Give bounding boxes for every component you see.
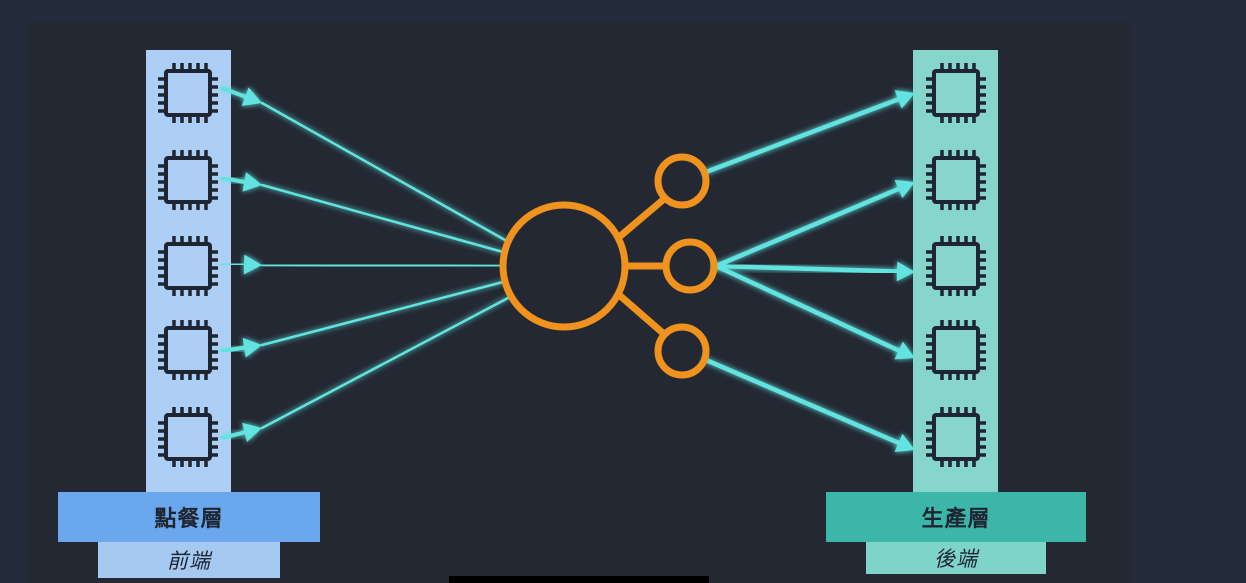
broker-output-circle (654, 153, 710, 209)
backend-arrowhead (896, 261, 915, 282)
backend-arrowhead (894, 341, 915, 360)
broker-to-backend-line (713, 263, 905, 355)
broker-main-circle (499, 201, 629, 331)
frontend-arrowhead (242, 172, 262, 192)
production-layer-label: 生產層 (826, 492, 1086, 542)
backend-arrowhead (894, 433, 915, 452)
frontend-column (146, 50, 231, 493)
frontend-arrowhead (241, 87, 262, 106)
frontend-to-broker-line (260, 296, 510, 430)
frontend-to-broker-line (260, 183, 505, 254)
frontend-to-broker-line (260, 280, 505, 347)
broker-to-backend-line (713, 185, 905, 269)
message-broker-icon (499, 153, 718, 379)
arrows-layer (220, 86, 915, 452)
frontend-arrowhead (242, 337, 262, 358)
broker-output-circle (662, 238, 718, 294)
frontend-to-broker-line (260, 263, 505, 268)
backend-arrowhead (894, 90, 915, 109)
broker-to-backend-line (713, 263, 904, 274)
order-layer-label: 點餐層 (58, 492, 320, 542)
frontend-arrowhead (243, 254, 262, 275)
broker-output-circle (654, 323, 710, 379)
frontend-arrowhead (242, 422, 262, 442)
bottom-bar (449, 576, 709, 583)
backend-arrowhead (894, 179, 915, 199)
broker-to-backend-line (703, 95, 905, 175)
frontend-label: 前端 (98, 542, 280, 578)
backend-label: 後端 (866, 542, 1046, 574)
backend-column (913, 50, 998, 493)
frontend-to-broker-line (260, 101, 507, 242)
broker-to-backend-line (703, 357, 905, 447)
